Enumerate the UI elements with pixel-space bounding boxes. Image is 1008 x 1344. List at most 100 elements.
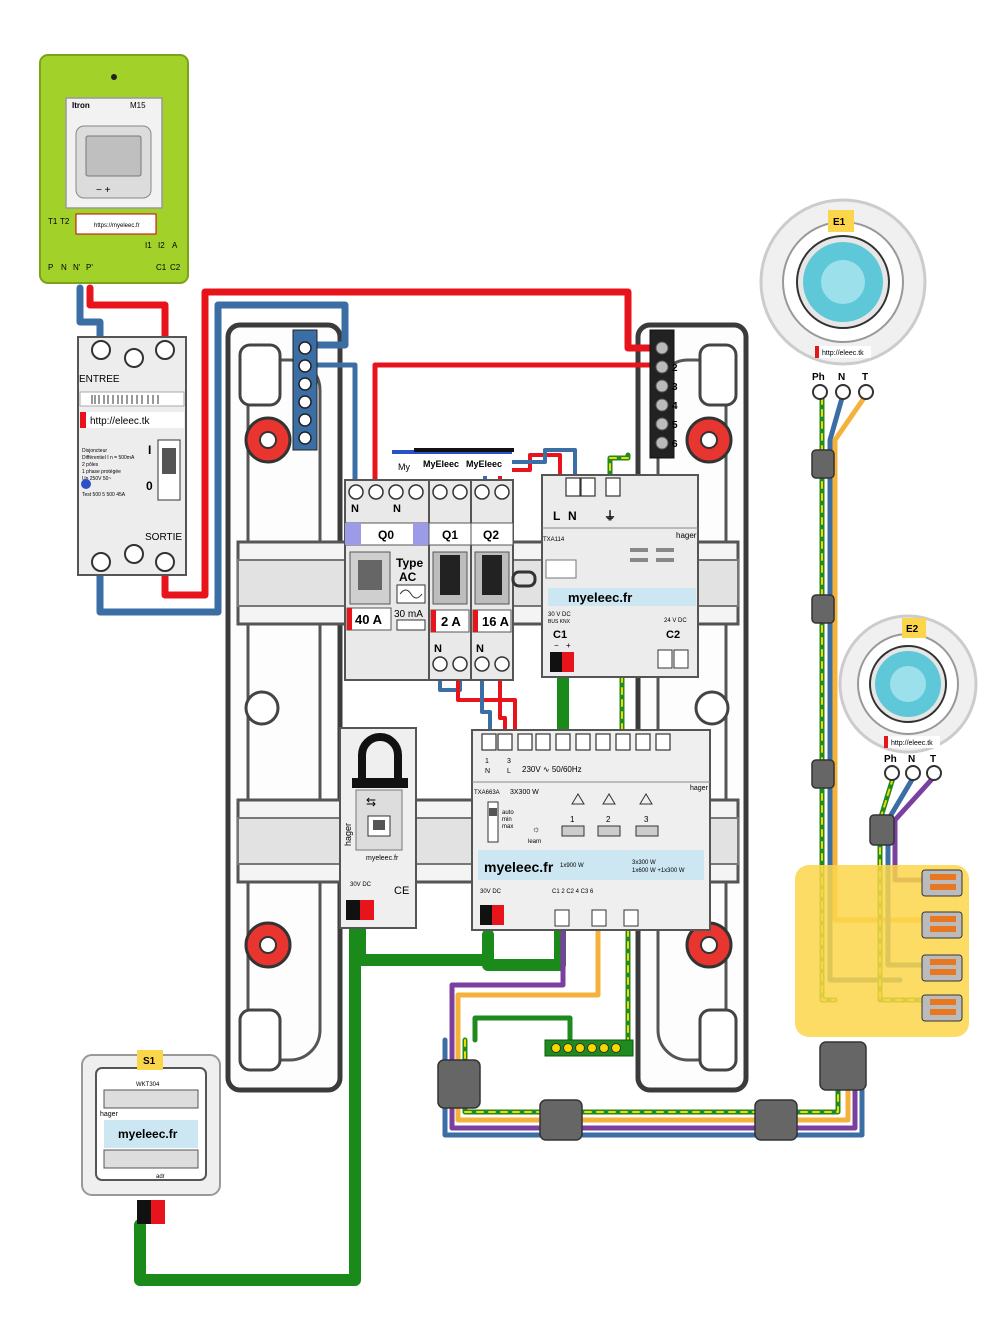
knx-usb-interface: ⇆ hager myeleec.fr 30V DC CE [339,727,417,929]
usb-ce: CE [394,885,409,897]
breaker-output-label: SORTIE [145,532,182,543]
breaker-url: http://eleec.tk [90,416,150,427]
meter-terminal-p: P [48,263,53,272]
breaker-spec-line: Disjoncteur [82,448,107,454]
dimmer-brand: hager [690,785,709,792]
q0-toggle[interactable] [358,560,382,590]
polarity-minus: − [554,641,559,650]
channel-button[interactable] [561,825,585,837]
switch-ref: WKT304 [136,1082,160,1088]
dimmer-ref: TXA663A [474,790,500,796]
lamp-e2-term-t: T [930,754,936,765]
meter-terminal-n-prime: N' [73,263,81,272]
switch-adr: adr [156,1174,165,1180]
breaker-spec-line: 2 pôles [82,462,99,468]
q2-brand: MyEleec [466,459,502,469]
breaker-spec-line: Un 250V 50~ [82,476,111,482]
meter-terminal-t1: T1 [48,217,58,226]
q0-type-line1: Type [396,556,423,570]
meter-terminal-c2: C2 [170,263,181,272]
dimmer-mode: auto [502,810,514,816]
dimmer-supply: 230V ∿ 50/60Hz [522,765,582,774]
q0-type-line2: AC [399,570,417,584]
earth-icon: ⏚ [604,509,616,523]
dimmer-bus-label: 30V DC [480,889,502,895]
lamp-e1-term-ph: Ph [812,372,825,383]
meter-brand: Itron [72,101,90,110]
q1-toggle[interactable] [440,555,460,595]
switch-tag: S1 [143,1056,156,1067]
bus-connector-minus [550,652,562,672]
terminal-number: 6 [672,439,678,450]
terminal-number: 4 [672,401,678,412]
lamp-e2-term-ph: Ph [884,754,897,765]
lamp-e1-tag: E1 [833,217,846,228]
breaker-toggle[interactable] [162,448,176,474]
breaker-state-o: 0 [146,479,153,493]
switch-rocker-top[interactable] [103,1089,199,1109]
mode-selector[interactable] [489,808,497,816]
breaker-spec-line: Différentiel I n = 500mA [82,455,135,461]
lamp-e2-tag: E2 [906,624,919,635]
warning-icon [571,793,653,805]
q0-brand: My [398,462,410,472]
meter-terminal-t2: T2 [60,217,70,226]
q1-name: Q1 [442,528,458,542]
dimmer-load-1: 1x900 W [560,863,584,869]
q1-brand: MyEleec [423,459,459,469]
psu-bus-label-2: BUS KNX [548,619,571,625]
dimmer-outputs: C1 2 C2 4 C3 6 [552,889,594,895]
channel-button[interactable] [597,825,621,837]
switch-rocker-bottom[interactable] [103,1149,199,1169]
dimmer-in-n: N [485,768,490,775]
breaker-spec-line: 1 phase protégée [82,469,121,475]
breaker-state-i: I [148,443,151,457]
lamp-e1: E1 http://eleec.tk Ph N T [759,198,927,400]
test-button-icon[interactable] [81,479,91,489]
dimmer-logo: myeleec.fr [484,859,554,875]
meter-terminal-a: A [172,241,178,250]
meter-logo-url: https://myeleec.fr [94,223,140,229]
q0-pole-n2: N [393,503,401,515]
dimmer-learn: learn [528,839,541,845]
psu-logo: myeleec.fr [568,590,632,605]
meter-terminal-i1: I1 [145,241,152,250]
usb-logo: myeleec.fr [366,855,399,862]
dimmer-in-3: 3 [507,758,511,765]
psu-ref: TXA114 [543,537,565,543]
channel-button[interactable] [635,825,659,837]
psu-label-l: L [553,509,560,523]
bulb-icon: ☼ [532,824,540,834]
meter-terminal-p-prime: P' [86,263,93,272]
switch-brand: hager [100,1111,119,1118]
q2-toggle[interactable] [482,555,502,595]
knx-push-button: S1 WKT304 hager myeleec.fr adr [81,1050,221,1224]
q2-pole-n: N [476,643,484,655]
dimmer-in-1: 1 [485,758,489,765]
meter-terminal-c1: C1 [156,263,167,272]
usb-icon: ⇆ [366,795,376,809]
lamp-e2: E2 http://eleec.tk Ph N T [838,614,978,781]
terminal-number: 5 [672,420,678,431]
psu-brand: hager [676,531,697,540]
terminal-number: 3 [672,382,678,393]
lamp-e2-term-n: N [908,754,915,765]
q0-name: Q0 [378,528,394,542]
knx-dimmer: 1 3 N L 230V ∿ 50/60Hz TXA663A hager 3X3… [471,729,711,931]
meter-terminal-i2: I2 [158,241,165,250]
q0-pole-n: N [351,503,359,515]
q0-test-button[interactable] [396,619,426,631]
lamp-e1-term-n: N [838,372,845,383]
lamp-e1-term-t: T [862,372,868,383]
mounting-clamp-icon [244,416,733,969]
q1-rating: 2 A [441,614,461,629]
q1-pole-n: N [434,643,442,655]
usb-brand: hager [343,823,353,846]
psu-bus-label: 30 V DC [548,612,571,618]
dimmer-load-2: 3x300 W [632,860,656,866]
breaker-input-label: ENTREE [79,374,120,385]
svg-text:− +: − + [96,185,111,196]
q2-rating: 16 A [482,614,510,629]
breaker-group: My MyEleec MyEleec N N Q0 Q1 Q2 Type AC … [344,448,537,681]
